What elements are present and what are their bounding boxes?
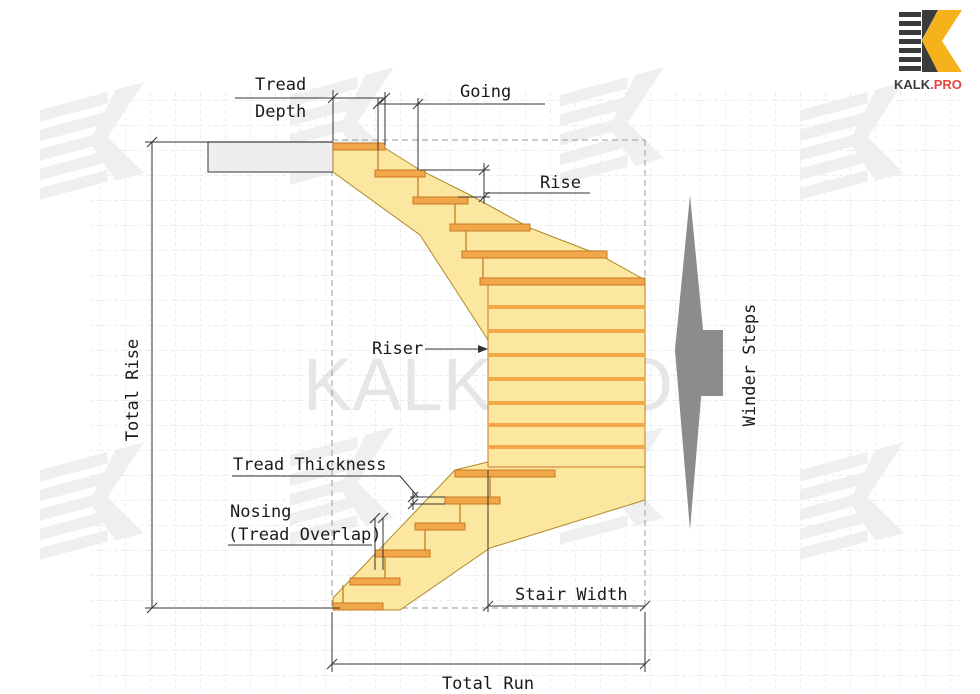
dimension-lines bbox=[145, 90, 651, 672]
label-going: Going bbox=[460, 82, 511, 102]
label-winder-steps: Winder Steps bbox=[740, 304, 760, 427]
label-tread-thickness: Tread Thickness bbox=[233, 455, 387, 475]
landing-slab bbox=[207, 141, 334, 173]
label-total-rise: Total Rise bbox=[123, 339, 143, 441]
logo-text-pro: .PRO bbox=[930, 77, 962, 92]
label-tread: Tread bbox=[255, 75, 306, 95]
label-nosing: Nosing bbox=[230, 502, 291, 522]
kalkpro-logo: KALK.PRO bbox=[894, 10, 962, 92]
label-rise: Rise bbox=[540, 173, 581, 193]
winder-arrow bbox=[675, 195, 723, 530]
label-stair-width: Stair Width bbox=[515, 585, 628, 605]
lower-risers bbox=[342, 150, 491, 603]
winder-tread-lines bbox=[488, 305, 645, 449]
riser-arrowhead bbox=[478, 345, 488, 353]
label-riser: Riser bbox=[372, 339, 423, 359]
label-depth: Depth bbox=[255, 102, 306, 122]
logo-text: KALK.PRO bbox=[894, 77, 962, 92]
upper-steps bbox=[332, 142, 646, 286]
lower-steps bbox=[332, 469, 556, 611]
logo-text-kalk: KALK bbox=[894, 77, 931, 92]
label-total-run: Total Run bbox=[442, 674, 534, 694]
label-tread-overlap: (Tread Overlap) bbox=[228, 525, 382, 545]
winder-steps-stack bbox=[487, 284, 646, 468]
